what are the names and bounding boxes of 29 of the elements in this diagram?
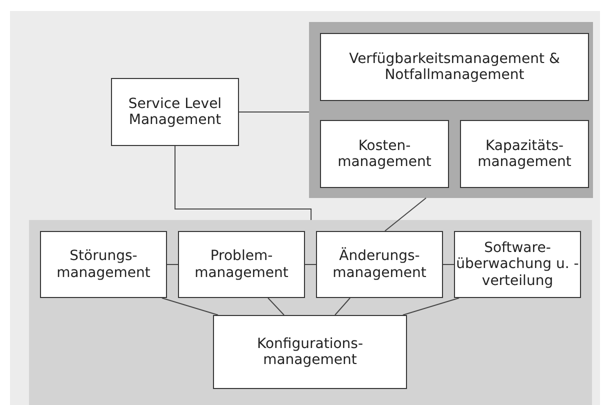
group-panel (29, 220, 592, 405)
box-label: Service Level Management (127, 96, 223, 128)
process-box (40, 231, 167, 298)
process-box (213, 315, 407, 389)
process-box (316, 231, 443, 298)
box-label: Konfigurations- management (256, 336, 364, 368)
connector-line (166, 264, 178, 265)
connector-line (442, 264, 454, 265)
process-box (178, 231, 305, 298)
connector-line (402, 298, 460, 316)
box-label: Verfügbarkeitsmanagement & Notfallmanagement (348, 50, 561, 84)
connector-line (268, 298, 284, 316)
process-box (320, 120, 449, 188)
box-label: Kosten- management (336, 138, 432, 170)
process-box (111, 78, 239, 146)
box-label: Software- überwachung u. -verteilung (455, 240, 580, 289)
group-panel (309, 22, 593, 198)
box-label: Problem- management (194, 248, 290, 281)
connector-line (304, 264, 316, 265)
connector-line (161, 298, 219, 316)
box-label: Kapazitäts- management (476, 138, 572, 170)
process-box (460, 120, 589, 188)
box-label: Störungs- management (56, 248, 152, 281)
process-box (320, 33, 589, 101)
process-box (454, 231, 581, 298)
connector-line (174, 146, 312, 220)
box-label: Änderungs- management (332, 248, 428, 281)
connector-line (334, 298, 351, 316)
connector-line (384, 198, 426, 232)
